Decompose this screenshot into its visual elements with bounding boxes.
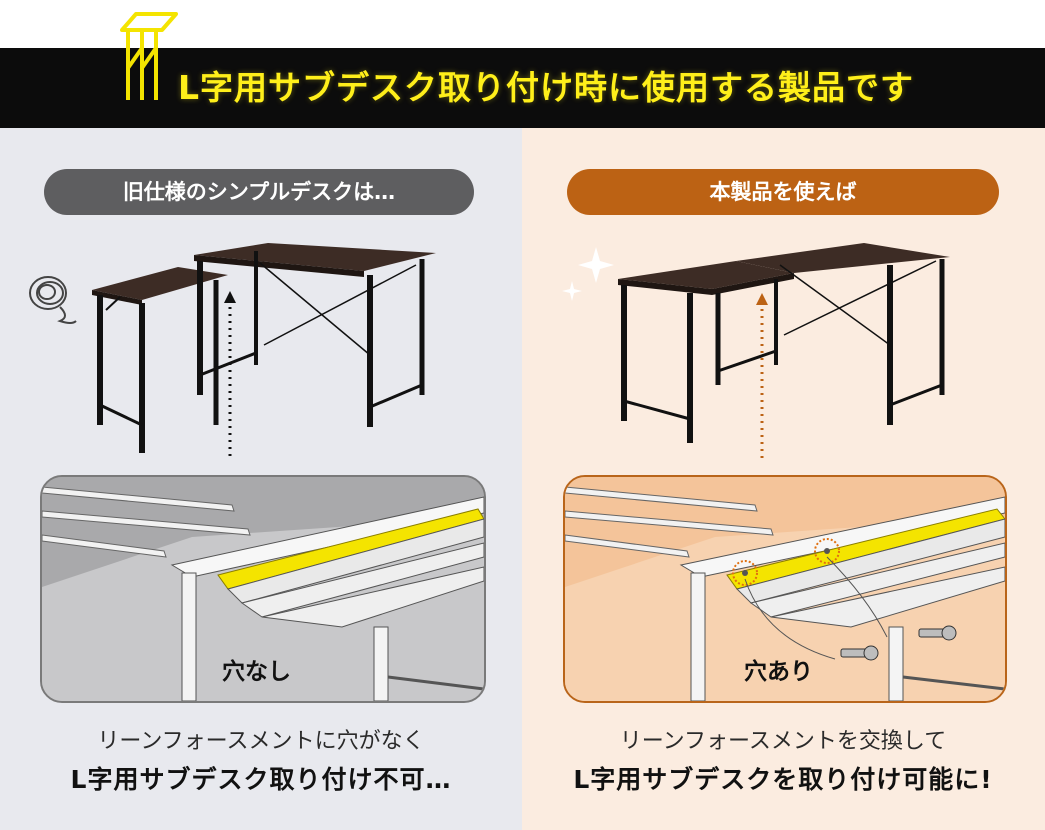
left-detail-closeup <box>40 475 486 703</box>
reinforcement-bar-icon <box>120 12 178 100</box>
confused-scribble-icon <box>29 276 77 324</box>
left-heading: 旧仕様のシンプルデスクは… <box>44 169 474 215</box>
holed-frame-closeup <box>565 477 1005 701</box>
right-caption-line1: リーンフォースメントを交換して <box>619 729 947 754</box>
screw-icon <box>840 625 957 661</box>
sparkle-icon <box>562 247 614 301</box>
banner-title: L字用サブデスク取り付け時に使用する製品です <box>178 68 915 107</box>
mounting-hole-icon <box>732 538 840 586</box>
right-detail-closeup <box>563 475 1007 703</box>
right-heading: 本製品を使えば <box>567 169 999 215</box>
left-caption-line2: L字用サブデスク取り付け不可… <box>70 765 452 794</box>
l-shaped-desk-illustration <box>562 243 950 460</box>
left-detail-label: 穴なし <box>222 659 291 685</box>
no-hole-frame-closeup <box>42 477 484 701</box>
separate-desks-illustration <box>29 243 436 460</box>
title-banner <box>0 48 1045 128</box>
left-caption-line1: リーンフォースメントに穴がなく <box>97 729 425 754</box>
right-caption-line2: L字用サブデスクを取り付け可能に! <box>573 765 993 794</box>
right-detail-label: 穴あり <box>744 659 813 685</box>
